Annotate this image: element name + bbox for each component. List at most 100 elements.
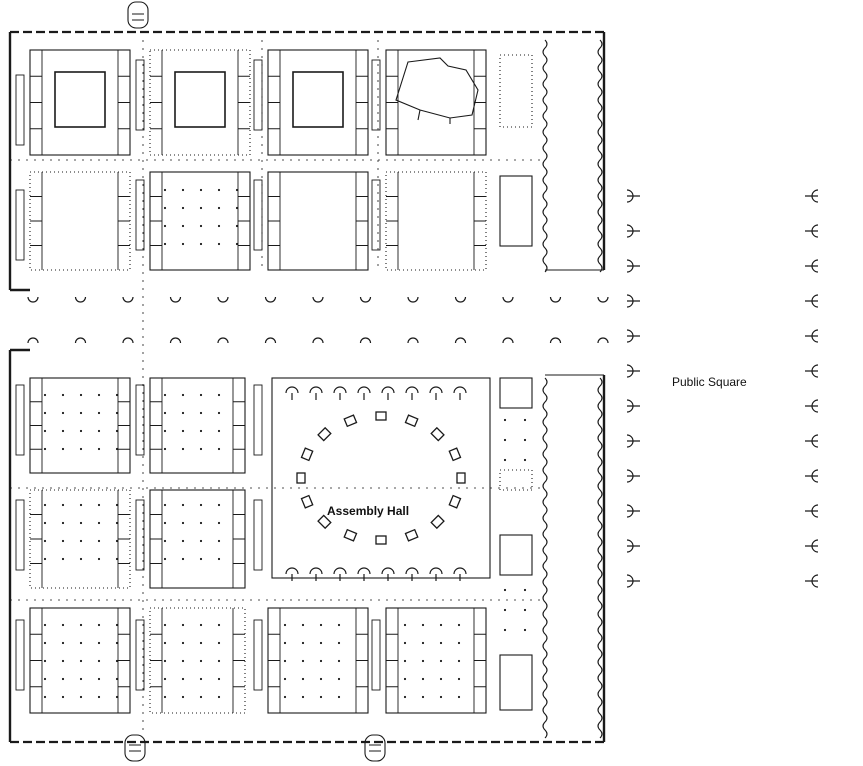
seating-segment [375, 411, 387, 421]
colonnade-column-west [626, 574, 640, 588]
column-dot [319, 677, 323, 681]
arch-north [549, 296, 562, 303]
courtyard [54, 71, 106, 128]
tower-south-east [364, 734, 386, 762]
colonnade-column-west [626, 224, 640, 238]
column-dot [115, 677, 119, 681]
irregular-pavilion [395, 57, 479, 124]
column-dot [79, 641, 83, 645]
column-dot [217, 242, 221, 246]
column-dot [163, 641, 167, 645]
room-partition [397, 172, 475, 270]
column-dot [97, 447, 101, 451]
arch-south [264, 337, 277, 344]
stair-strip [253, 499, 263, 571]
assembly-hall-seating [296, 411, 466, 545]
column-dot [523, 458, 527, 462]
dome-top [429, 386, 443, 400]
column-dot [115, 659, 119, 663]
colonnade-column-east [805, 469, 819, 483]
stair-strip [253, 384, 263, 456]
column-dot [217, 429, 221, 433]
colonnade-column-west [626, 189, 640, 203]
column-dot [79, 411, 83, 415]
dome-top [381, 386, 395, 400]
stair-strip [135, 619, 145, 691]
building-block [499, 534, 533, 576]
column-dot [439, 695, 443, 699]
room-partition [279, 608, 357, 713]
column-dot [181, 695, 185, 699]
column-dot [97, 411, 101, 415]
column-dot [61, 557, 65, 561]
courtyard [292, 71, 344, 128]
column-dot [199, 623, 203, 627]
column-dot [217, 557, 221, 561]
tower-north [127, 1, 149, 29]
stair-strip [253, 619, 263, 691]
seating-segment [448, 494, 462, 509]
column-dot [235, 242, 239, 246]
room-partition [161, 608, 234, 713]
column-dot [115, 503, 119, 507]
column-dot [503, 418, 507, 422]
arch-south [312, 337, 324, 344]
column-dot [61, 393, 65, 397]
column-dot [217, 539, 221, 543]
seating-segment [404, 528, 419, 542]
column-dot [199, 206, 203, 210]
column-dot [163, 695, 167, 699]
dome-bottom [453, 567, 467, 581]
column-dot [199, 242, 203, 246]
column-dot [97, 677, 101, 681]
seating-segment [404, 414, 419, 428]
room-partition [161, 378, 234, 473]
column-dot [61, 695, 65, 699]
column-dot [181, 224, 185, 228]
column-dot [163, 447, 167, 451]
seating-segment [430, 514, 445, 530]
room-partition [279, 172, 357, 270]
column-dot [199, 539, 203, 543]
column-dot [217, 623, 221, 627]
column-dot [61, 641, 65, 645]
column-dot [199, 521, 203, 525]
arch-north [169, 296, 182, 303]
column-dot [79, 521, 83, 525]
column-dot [43, 521, 47, 525]
column-dot [181, 242, 185, 246]
column-dot [79, 539, 83, 543]
arch-south [27, 337, 39, 344]
stair-strip [253, 179, 263, 251]
dome-top [333, 386, 347, 400]
column-dot [235, 206, 239, 210]
column-dot [79, 623, 83, 627]
seating-segment [300, 494, 314, 509]
colonnade-column-east [805, 574, 819, 588]
stair-strip [371, 179, 381, 251]
column-dot [439, 623, 443, 627]
column-dot [115, 447, 119, 451]
column-dot [115, 521, 119, 525]
building-block [149, 377, 246, 474]
column-dot [523, 628, 527, 632]
column-dot [217, 695, 221, 699]
column-dot [97, 695, 101, 699]
seating-segment [317, 514, 332, 530]
column-dot [79, 393, 83, 397]
corridor-lines [10, 40, 545, 735]
seating-segment [296, 472, 306, 484]
column-dot [61, 539, 65, 543]
column-dot [217, 393, 221, 397]
seating-segment [375, 535, 387, 545]
arch-south [597, 337, 609, 344]
room-partition [161, 50, 239, 155]
arch-south [74, 337, 87, 344]
assembly-hall-label: Assembly Hall [327, 504, 410, 518]
column-dot [217, 206, 221, 210]
colonnade-column-west [626, 469, 640, 483]
assembly-hall [271, 377, 491, 581]
column-dot [199, 503, 203, 507]
column-dot [79, 557, 83, 561]
